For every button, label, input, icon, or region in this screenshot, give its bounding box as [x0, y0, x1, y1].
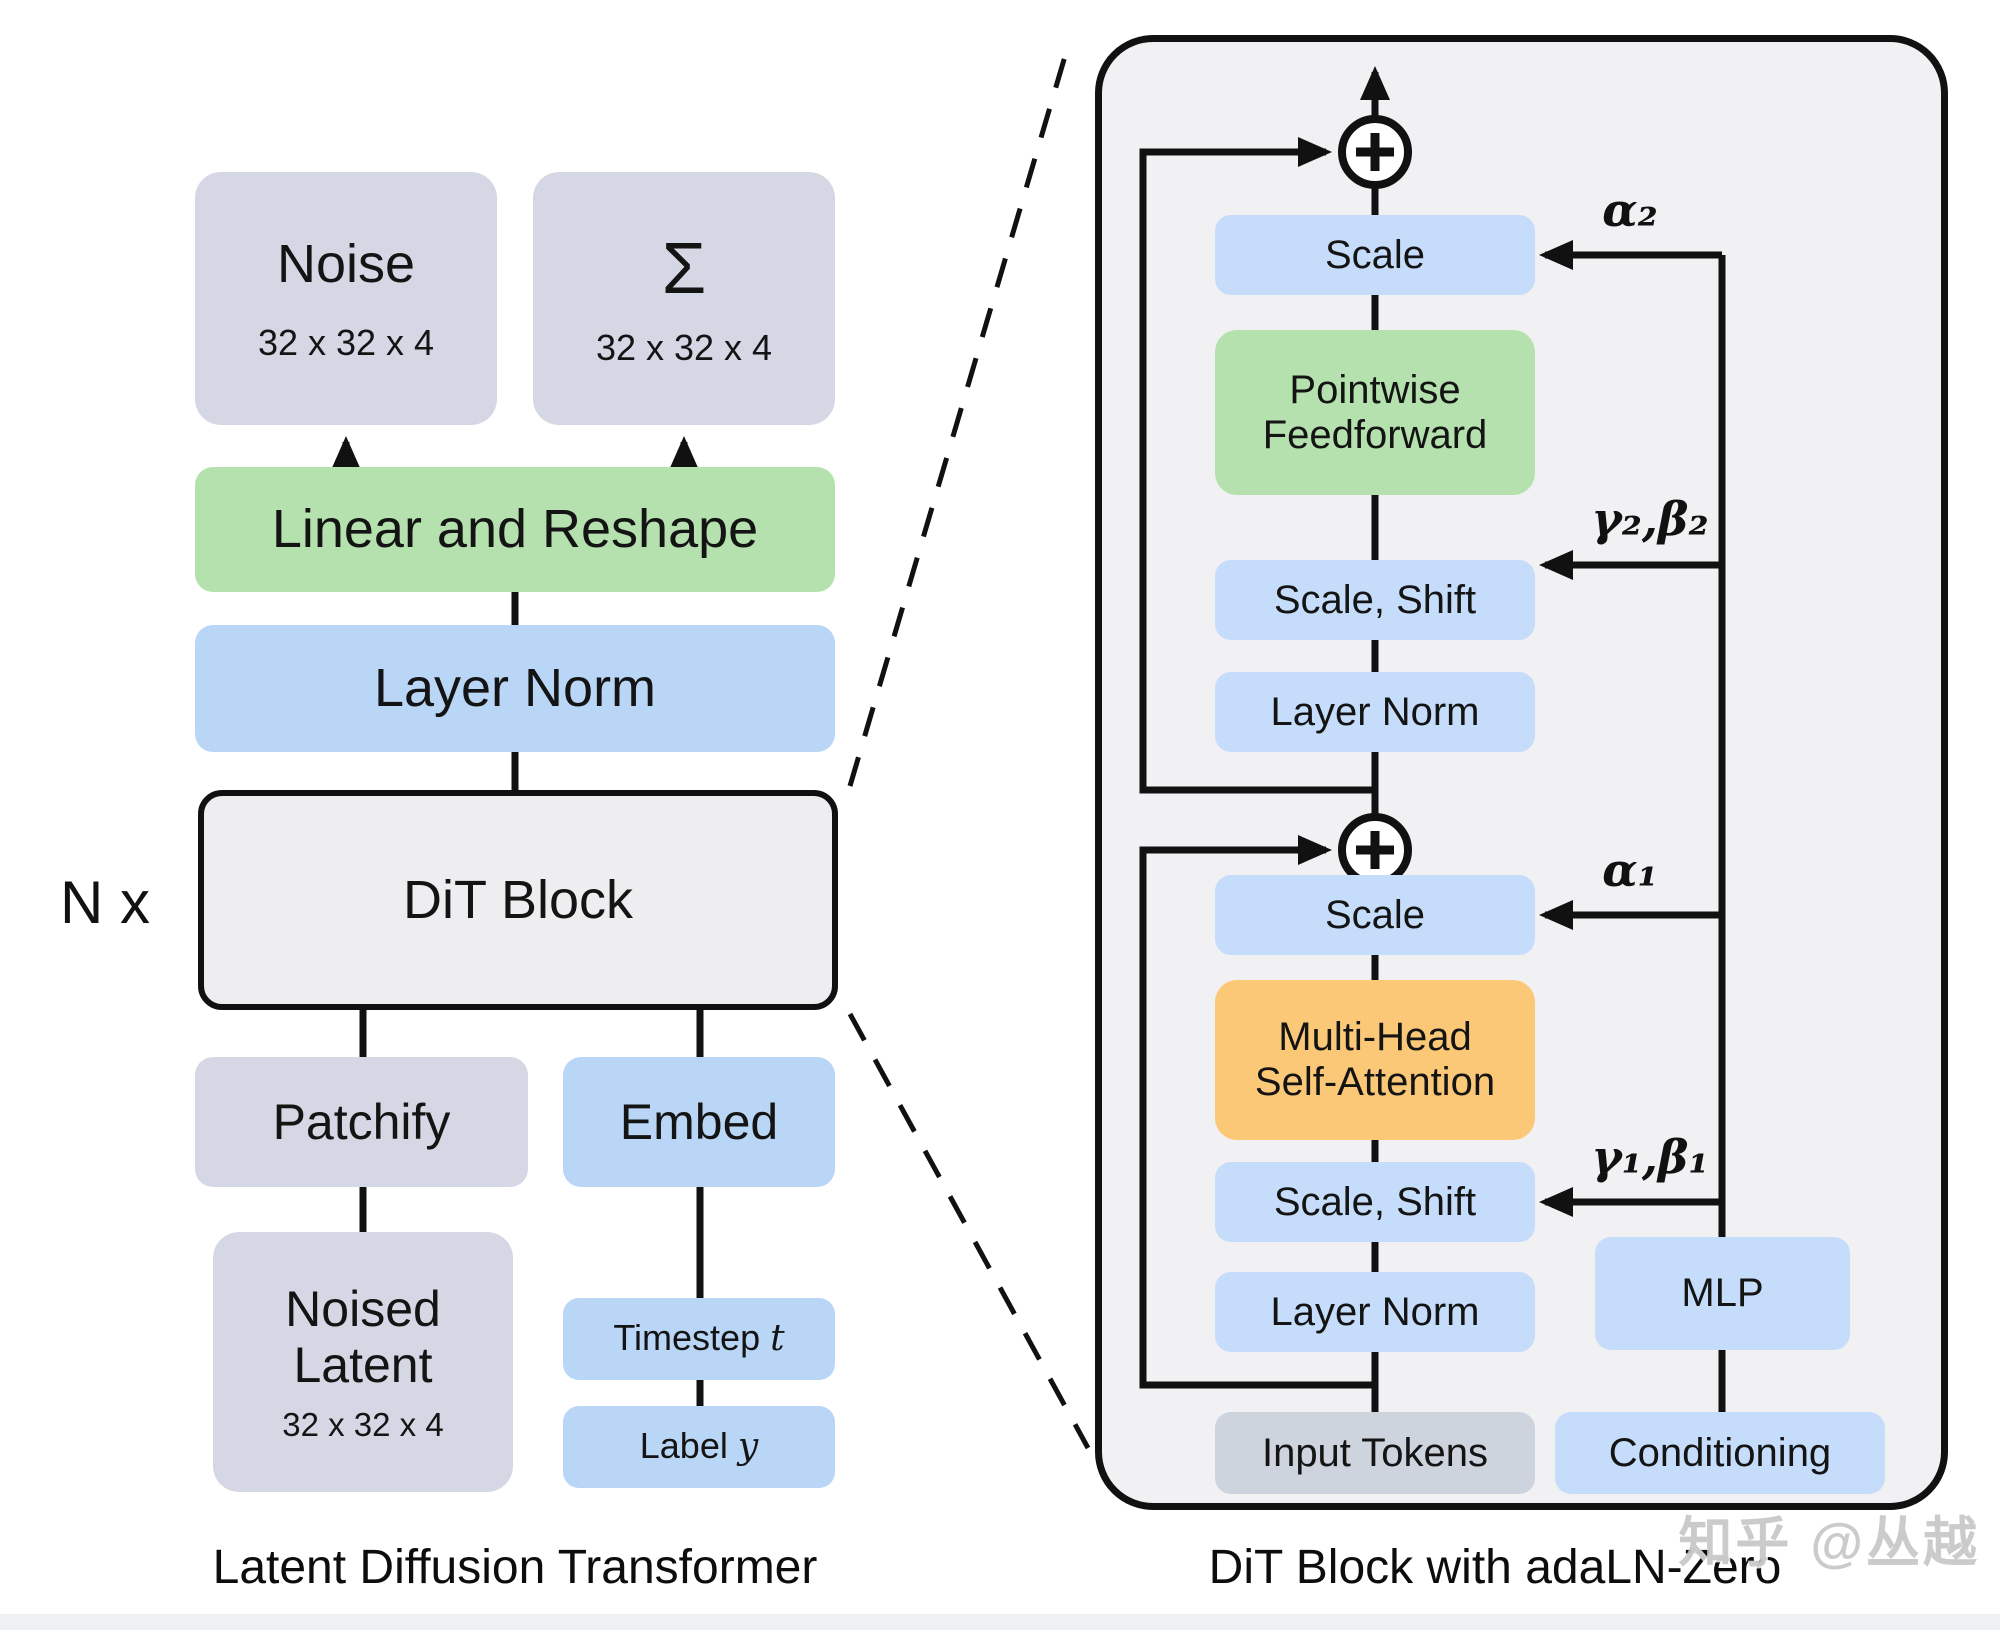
mhsa-line2: Self-Attention — [1254, 1060, 1496, 1104]
scale-bottom-label: Scale — [1324, 892, 1426, 937]
multi-head-self-attention-box: Multi-Head Self-Attention — [1215, 980, 1535, 1140]
conditioning-label: Conditioning — [1608, 1430, 1832, 1475]
residual-skip-upper — [1139, 137, 1375, 794]
layer-norm-final-label: Layer Norm — [373, 658, 657, 719]
conditioning-box: Conditioning — [1555, 1412, 1885, 1494]
timestep-var: t — [770, 1318, 785, 1360]
pointwise-line1: Pointwise — [1289, 367, 1461, 412]
label-y-label: Label — [639, 1425, 728, 1467]
residual-skip-lower — [1139, 835, 1375, 1389]
sigma-box: Σ 32 x 32 x 4 — [533, 172, 835, 425]
layer-norm-bottom-label: Layer Norm — [1270, 1289, 1480, 1334]
scale-shift-bottom-label: Scale, Shift — [1273, 1179, 1477, 1224]
layer-norm-top-label: Layer Norm — [1270, 689, 1480, 734]
label-y-box: Label y — [563, 1406, 835, 1488]
watermark: 知乎 @丛越 — [1678, 1513, 1980, 1573]
sigma-dims: 32 x 32 x 4 — [595, 326, 773, 368]
patchify-box: Patchify — [195, 1057, 528, 1187]
input-tokens-box: Input Tokens — [1215, 1412, 1535, 1494]
mlp-box: MLP — [1595, 1237, 1850, 1350]
add-icon-lower — [1338, 813, 1412, 887]
scale-shift-bottom-box: Scale, Shift — [1215, 1162, 1535, 1242]
noised-latent-line1: Noised — [285, 1280, 441, 1337]
noised-latent-line2: Latent — [293, 1336, 433, 1393]
layer-norm-bottom-box: Layer Norm — [1215, 1272, 1535, 1352]
dit-block-label: DiT Block — [402, 869, 634, 930]
pointwise-feedforward-box: Pointwise Feedforward — [1215, 330, 1535, 495]
linear-reshape-label: Linear and Reshape — [271, 499, 759, 560]
layer-norm-final-box: Layer Norm — [195, 625, 835, 752]
scale-top-label: Scale — [1324, 232, 1426, 277]
add-icon-upper — [1338, 115, 1412, 189]
layer-norm-top-box: Layer Norm — [1215, 672, 1535, 752]
mhsa-line1: Multi-Head — [1278, 1015, 1472, 1060]
mlp-label: MLP — [1681, 1271, 1764, 1316]
scale-top-box: Scale — [1215, 215, 1535, 295]
repeat-count-label: N x — [60, 869, 150, 936]
scale-shift-top-label: Scale, Shift — [1273, 577, 1477, 622]
linear-reshape-box: Linear and Reshape — [195, 467, 835, 592]
alpha1-label: α₁ — [1602, 843, 1658, 897]
bottom-strip — [0, 1614, 2000, 1630]
label-y-var: y — [737, 1426, 759, 1468]
timestep-box: Timestep t — [563, 1298, 835, 1380]
sigma-label: Σ — [661, 229, 707, 310]
noised-latent-dims: 32 x 32 x 4 — [282, 1405, 444, 1443]
gamma-beta1-label: γ₁,β₁ — [1591, 1130, 1709, 1184]
right-caption: DiT Block with adaLN-Zero — [1208, 1541, 1782, 1594]
input-tokens-label: Input Tokens — [1261, 1430, 1489, 1475]
embed-label: Embed — [619, 1094, 779, 1150]
dit-block-box: DiT Block — [198, 790, 838, 1010]
gamma-beta2-label: γ₂,β₂ — [1591, 492, 1709, 546]
noised-latent-box: Noised Latent 32 x 32 x 4 — [213, 1232, 513, 1492]
timestep-label: Timestep — [613, 1317, 761, 1359]
pointwise-line2: Feedforward — [1262, 412, 1488, 457]
noise-label: Noise — [276, 234, 416, 295]
scale-shift-top-box: Scale, Shift — [1215, 560, 1535, 640]
noise-box: Noise 32 x 32 x 4 — [195, 172, 497, 425]
noise-dims: 32 x 32 x 4 — [257, 321, 435, 363]
embed-box: Embed — [563, 1057, 835, 1187]
patchify-label: Patchify — [272, 1094, 451, 1150]
alpha2-label: α₂ — [1602, 183, 1658, 237]
scale-bottom-box: Scale — [1215, 875, 1535, 955]
dashed-guide-bottom — [847, 1012, 1091, 1450]
dashed-guide-top — [847, 45, 1071, 787]
left-caption: Latent Diffusion Transformer — [212, 1541, 818, 1594]
